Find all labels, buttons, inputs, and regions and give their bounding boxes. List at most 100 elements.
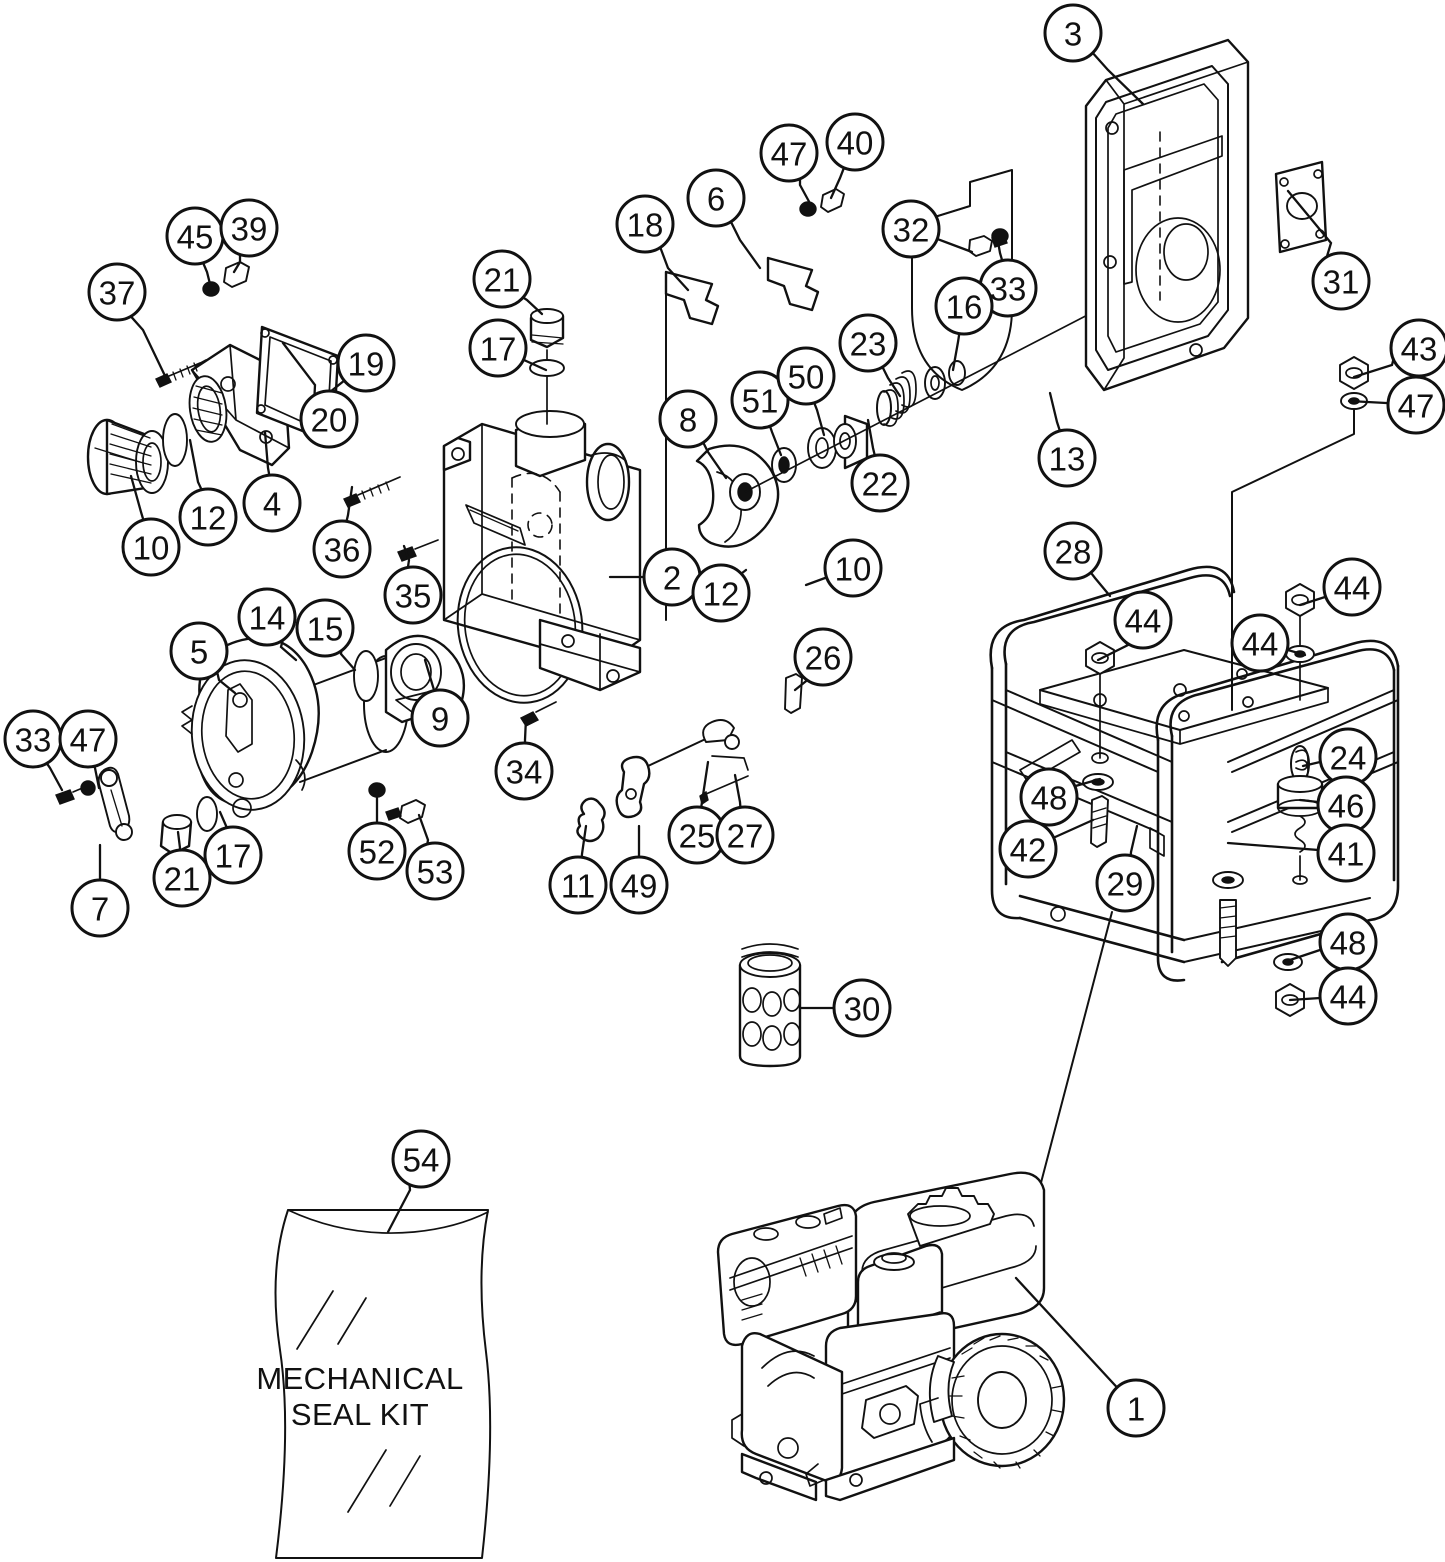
- callout-circle[interactable]: [1043, 3, 1103, 63]
- callout-34[interactable]: 34: [494, 716, 554, 801]
- callout-circle[interactable]: [312, 519, 372, 579]
- callout-44[interactable]: 44: [1298, 557, 1382, 617]
- callout-14[interactable]: 14: [237, 587, 298, 662]
- callout-circle[interactable]: [87, 262, 147, 322]
- callout-47[interactable]: 47: [759, 123, 819, 209]
- callout-39[interactable]: 39: [219, 198, 279, 274]
- callout-26[interactable]: 26: [793, 627, 853, 692]
- callout-44[interactable]: 44: [1230, 613, 1307, 673]
- callout-circle[interactable]: [295, 598, 355, 658]
- callout-circle[interactable]: [609, 855, 669, 915]
- callout-circle[interactable]: [658, 389, 718, 449]
- callout-circle[interactable]: [823, 538, 883, 598]
- callout-circle[interactable]: [759, 123, 819, 183]
- callout-10[interactable]: 10: [804, 538, 883, 598]
- callout-circle[interactable]: [383, 565, 443, 625]
- callout-29[interactable]: 29: [1095, 824, 1155, 913]
- callout-circle[interactable]: [1318, 966, 1378, 1026]
- callout-circle[interactable]: [1019, 767, 1079, 827]
- callout-circle[interactable]: [336, 333, 396, 393]
- callout-circle[interactable]: [391, 1129, 451, 1189]
- callout-22[interactable]: 22: [850, 418, 910, 513]
- callout-circle[interactable]: [242, 473, 302, 533]
- callout-18[interactable]: 18: [615, 194, 690, 292]
- callout-circle[interactable]: [832, 978, 892, 1038]
- callout-21[interactable]: 21: [152, 830, 212, 908]
- callout-circle[interactable]: [825, 112, 885, 172]
- callout-circle[interactable]: [178, 487, 238, 547]
- callout-circle[interactable]: [1316, 823, 1376, 883]
- callout-49[interactable]: 49: [609, 824, 669, 915]
- callout-circle[interactable]: [998, 819, 1058, 879]
- callout-circle[interactable]: [1311, 251, 1371, 311]
- callout-8[interactable]: 8: [658, 389, 728, 480]
- callout-circle[interactable]: [203, 825, 263, 885]
- callout-5[interactable]: 5: [169, 621, 237, 695]
- callout-circle[interactable]: [686, 168, 746, 228]
- callout-20[interactable]: 20: [281, 341, 359, 449]
- callout-27[interactable]: 27: [715, 773, 775, 865]
- callout-42[interactable]: 42: [998, 818, 1095, 879]
- callout-54[interactable]: 54: [386, 1129, 451, 1234]
- callout-circle[interactable]: [70, 878, 130, 938]
- callout-21[interactable]: 21: [472, 249, 544, 316]
- callout-36[interactable]: 36: [312, 485, 372, 579]
- callout-circle[interactable]: [299, 389, 359, 449]
- callout-47[interactable]: 47: [58, 709, 118, 790]
- callout-23[interactable]: 23: [838, 313, 902, 398]
- callout-circle[interactable]: [152, 848, 212, 908]
- callout-circle[interactable]: [776, 346, 836, 406]
- callout-circle[interactable]: [121, 517, 181, 577]
- callout-circle[interactable]: [850, 453, 910, 513]
- callout-circle[interactable]: [494, 741, 554, 801]
- callout-circle[interactable]: [1037, 428, 1097, 488]
- callout-circle[interactable]: [730, 370, 790, 430]
- callout-2[interactable]: 2: [608, 547, 702, 607]
- callout-circle[interactable]: [615, 194, 675, 254]
- callout-circle[interactable]: [881, 199, 941, 259]
- callout-circle[interactable]: [1322, 557, 1382, 617]
- callout-16[interactable]: 16: [934, 276, 994, 372]
- callout-11[interactable]: 11: [548, 824, 608, 915]
- callout-28[interactable]: 28: [1043, 521, 1112, 598]
- callout-37[interactable]: 37: [87, 262, 169, 382]
- callout-circle[interactable]: [405, 841, 465, 901]
- callout-12[interactable]: 12: [691, 563, 751, 623]
- callout-circle[interactable]: [1106, 1378, 1166, 1438]
- callout-24[interactable]: 24: [1301, 727, 1378, 787]
- callout-circle[interactable]: [691, 563, 751, 623]
- callout-13[interactable]: 13: [1037, 391, 1097, 488]
- callout-circle[interactable]: [1043, 521, 1103, 581]
- callout-circle[interactable]: [347, 821, 407, 881]
- callout-40[interactable]: 40: [825, 112, 885, 200]
- callout-33[interactable]: 33: [978, 234, 1038, 318]
- callout-circle[interactable]: [793, 627, 853, 687]
- callout-32[interactable]: 32: [881, 199, 974, 259]
- callout-3[interactable]: 3: [1043, 3, 1145, 106]
- callout-circle[interactable]: [468, 318, 528, 378]
- callout-31[interactable]: 31: [1286, 189, 1371, 311]
- callout-9[interactable]: 9: [410, 658, 470, 748]
- callout-19[interactable]: 19: [318, 333, 396, 402]
- callout-circle[interactable]: [934, 276, 994, 336]
- callout-17[interactable]: 17: [468, 318, 548, 378]
- callout-25[interactable]: 25: [667, 760, 727, 865]
- callout-48[interactable]: 48: [1019, 767, 1102, 827]
- callout-circle[interactable]: [715, 805, 775, 865]
- callout-43[interactable]: 43: [1352, 318, 1445, 379]
- callout-circle[interactable]: [219, 198, 279, 258]
- callout-46[interactable]: 46: [1298, 775, 1376, 835]
- callout-35[interactable]: 35: [383, 544, 443, 625]
- callout-52[interactable]: 52: [347, 788, 407, 881]
- callout-53[interactable]: 53: [405, 813, 465, 901]
- callout-6[interactable]: 6: [686, 168, 762, 270]
- callout-47[interactable]: 47: [1347, 375, 1445, 435]
- callout-45[interactable]: 45: [165, 206, 225, 294]
- callout-4[interactable]: 4: [242, 430, 302, 533]
- callout-44[interactable]: 44: [1288, 966, 1378, 1026]
- callout-circle[interactable]: [58, 709, 118, 769]
- callout-circle[interactable]: [1386, 375, 1445, 435]
- callout-circle[interactable]: [1095, 853, 1155, 913]
- callout-50[interactable]: 50: [776, 346, 836, 437]
- callout-30[interactable]: 30: [798, 978, 892, 1038]
